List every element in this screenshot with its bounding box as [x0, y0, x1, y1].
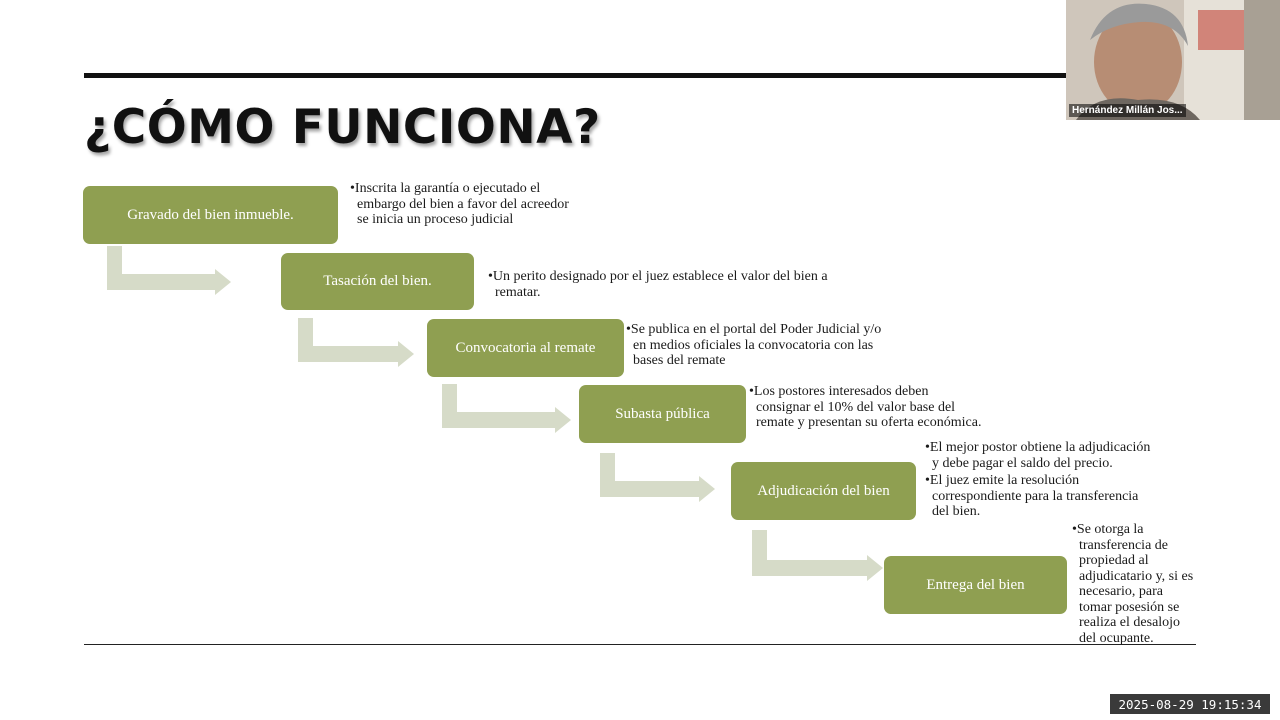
- step-note-4: •Los postores interesados deben consigna…: [749, 384, 984, 431]
- note-bullet: •Los postores interesados deben consigna…: [749, 384, 982, 430]
- step-box-1: Gravado del bien inmueble.: [83, 186, 338, 244]
- connector-arrow-2: [298, 318, 414, 367]
- connector-arrow-1: [107, 246, 231, 295]
- step-note-6: •Se otorga la transferencia de propiedad…: [1072, 522, 1198, 646]
- step-box-5: Adjudicación del bien: [731, 462, 916, 520]
- participant-video-tile[interactable]: Hernández Millán Jos...: [1066, 0, 1280, 120]
- step-note-3: •Se publica en el portal del Poder Judic…: [626, 322, 894, 369]
- slide-bottom-rule: [84, 644, 1196, 645]
- step-box-3: Convocatoria al remate: [427, 319, 624, 377]
- note-bullet: •Se publica en el portal del Poder Judic…: [626, 322, 882, 368]
- step-note-2: •Un perito designado por el juez estable…: [488, 269, 833, 300]
- step-note-1: •Inscrita la garantía o ejecutado el emb…: [350, 181, 572, 228]
- step-box-2: Tasación del bien.: [281, 253, 474, 310]
- connector-arrow-4: [600, 453, 715, 502]
- step-note-5: •El mejor postor obtiene la adjudicación…: [925, 440, 1157, 520]
- note-bullet: •El mejor postor obtiene la adjudicación…: [925, 440, 1151, 471]
- participant-name: Hernández Millán Jos...: [1069, 104, 1186, 117]
- note-bullet: •El juez emite la resolución correspondi…: [925, 473, 1139, 519]
- slide-title: ¿CÓMO FUNCIONA?: [84, 100, 601, 155]
- note-bullet: •Inscrita la garantía o ejecutado el emb…: [350, 181, 569, 227]
- note-bullet: •Un perito designado por el juez estable…: [488, 269, 828, 300]
- title-top-rule: [84, 73, 1066, 78]
- note-bullet: •Se otorga la transferencia de propiedad…: [1072, 522, 1194, 646]
- recording-timestamp: 2025-08-29 19:15:34: [1110, 694, 1270, 714]
- connector-arrow-3: [442, 384, 571, 433]
- step-box-4: Subasta pública: [579, 385, 746, 443]
- participant-video-feed: [1066, 0, 1280, 120]
- connector-arrow-5: [752, 530, 883, 581]
- step-box-6: Entrega del bien: [884, 556, 1067, 614]
